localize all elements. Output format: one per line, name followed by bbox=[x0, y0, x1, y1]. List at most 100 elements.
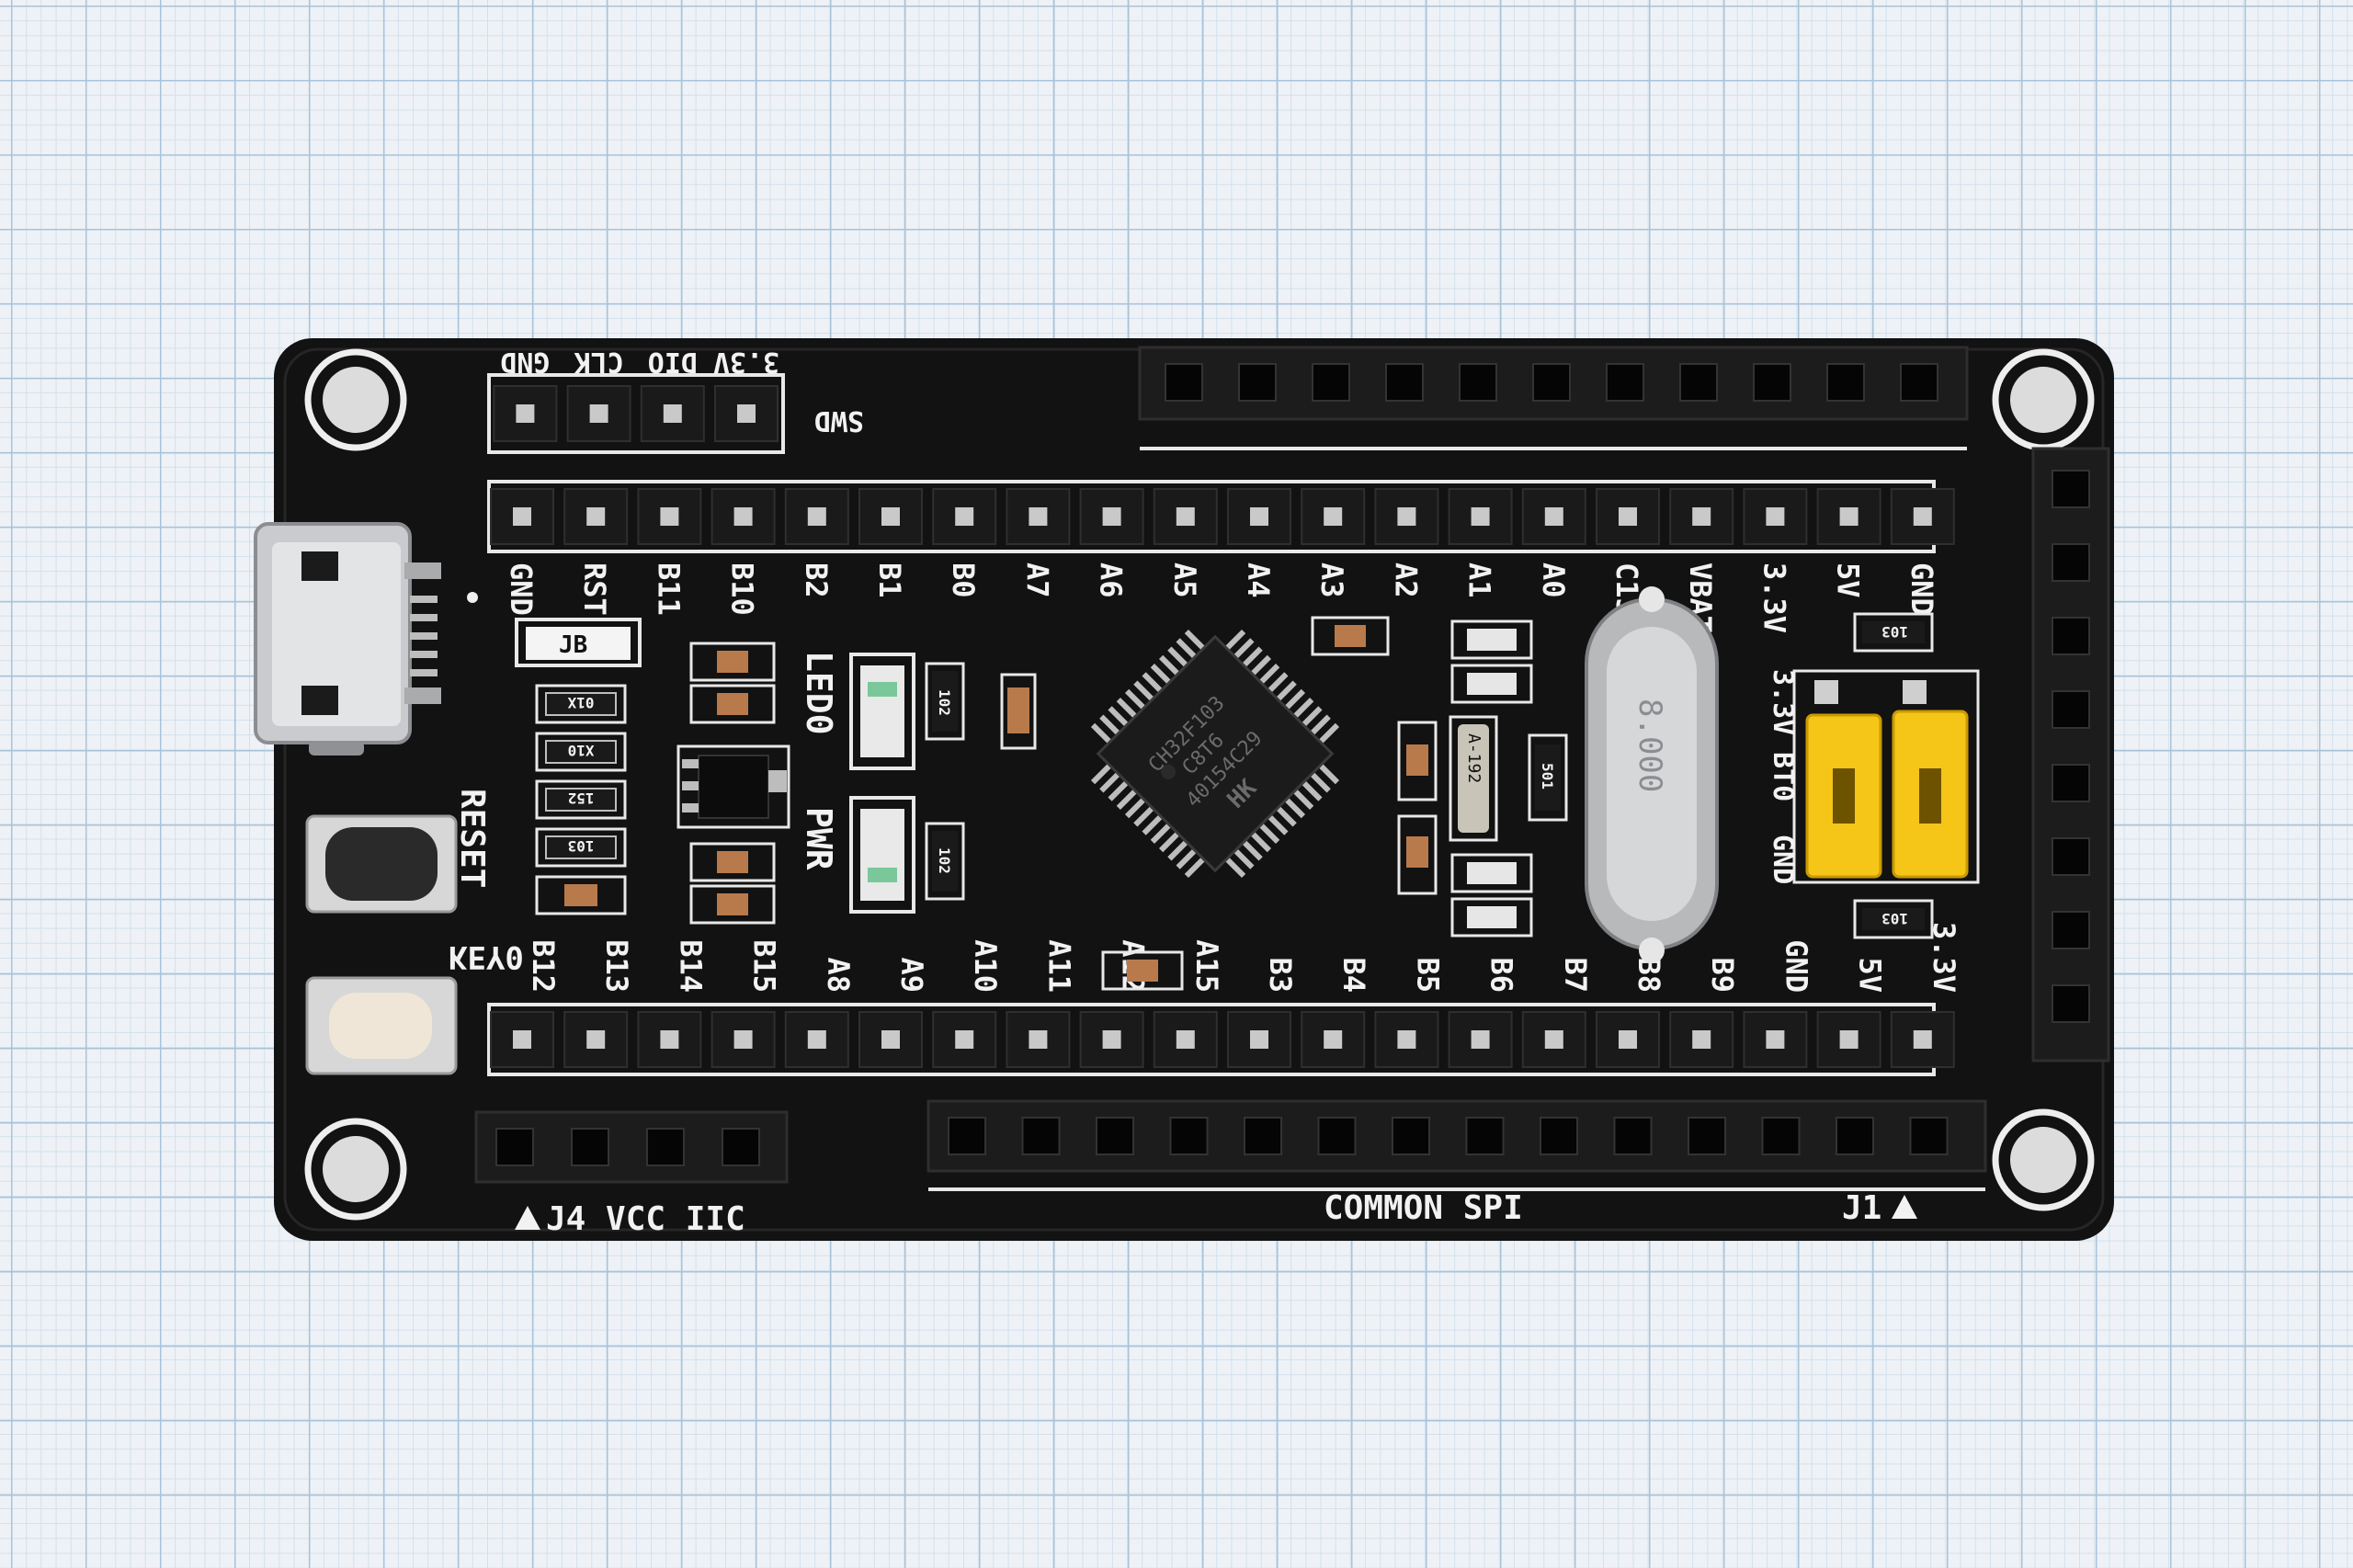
top-pin bbox=[932, 488, 997, 545]
bottom-pin-label: 5V bbox=[1853, 957, 1888, 993]
top-pin-label: A6 bbox=[1094, 562, 1129, 598]
top-pin-label: B10 bbox=[725, 562, 760, 616]
right-resistor-top-code: 103 bbox=[1881, 623, 1908, 641]
bottom-pin-label: A15 bbox=[1189, 939, 1224, 993]
top-pin-label: GND bbox=[504, 562, 539, 616]
top-pin-label: A4 bbox=[1241, 562, 1276, 598]
top-pin-label: B0 bbox=[946, 562, 981, 598]
pin-header-bottom bbox=[487, 1003, 1955, 1076]
top-pin bbox=[1596, 488, 1660, 545]
top-pin-label: B2 bbox=[799, 562, 834, 598]
socket bbox=[495, 1128, 534, 1166]
crystal-load-parts bbox=[1450, 619, 1533, 937]
bottom-pin bbox=[1669, 1011, 1734, 1068]
bottom-pin bbox=[1153, 1011, 1218, 1068]
socket bbox=[2052, 837, 2090, 876]
mcu-chip bbox=[1090, 629, 1340, 879]
female-header-bottom-j1 bbox=[926, 1099, 1987, 1173]
socket bbox=[1385, 363, 1424, 402]
jumper-label: GND bbox=[1767, 835, 1799, 884]
resistor-501 bbox=[1528, 733, 1568, 822]
top-pin bbox=[1006, 488, 1071, 545]
bottom-pin-label: B13 bbox=[599, 939, 634, 993]
led0-label: LED0 bbox=[799, 651, 839, 735]
socket bbox=[1244, 1117, 1282, 1155]
bottom-pin bbox=[1227, 1011, 1291, 1068]
top-pin-label: A7 bbox=[1019, 562, 1054, 598]
led0 bbox=[849, 653, 915, 770]
socket bbox=[1836, 1117, 1874, 1155]
bottom-pin-label: B15 bbox=[747, 939, 782, 993]
smd-resistor bbox=[535, 875, 627, 915]
swd-pin bbox=[640, 385, 705, 442]
swd-pin-label: DIO bbox=[648, 346, 698, 378]
bottom-pin bbox=[710, 1011, 776, 1068]
bottom-pin-label: A9 bbox=[894, 957, 929, 993]
rtc-crystal bbox=[1449, 715, 1498, 842]
bottom-pin-label: B4 bbox=[1336, 957, 1371, 993]
socket bbox=[722, 1128, 760, 1166]
socket bbox=[1606, 363, 1644, 402]
bottom-pin bbox=[1079, 1011, 1144, 1068]
smd-resistor: 01X bbox=[535, 684, 627, 724]
bottom-pin-label: A11 bbox=[1041, 939, 1076, 993]
jumper-label: BT0 bbox=[1767, 752, 1799, 801]
ledpwr-resistor-code: 102 bbox=[936, 847, 953, 874]
boot-jumpers[interactable] bbox=[1792, 669, 1980, 884]
socket bbox=[2052, 617, 2090, 655]
jumper-label: 3.3V bbox=[1767, 669, 1799, 735]
swd-pin bbox=[493, 385, 558, 442]
bottom-pin-label: A8 bbox=[821, 957, 856, 993]
socket bbox=[2052, 764, 2090, 802]
top-pin bbox=[1227, 488, 1291, 545]
top-pin bbox=[1448, 488, 1513, 545]
swd-pin-label: CLK bbox=[574, 346, 624, 378]
socket bbox=[1826, 363, 1865, 402]
bottom-pin-label: B9 bbox=[1705, 957, 1740, 993]
bottom-pin bbox=[1006, 1011, 1071, 1068]
reset-button[interactable] bbox=[305, 814, 458, 914]
svg-text:152: 152 bbox=[568, 790, 595, 807]
socket bbox=[1679, 363, 1718, 402]
bottom-pin-label: B12 bbox=[526, 939, 561, 993]
socket bbox=[1753, 363, 1791, 402]
top-pin bbox=[637, 488, 702, 545]
bottom-pin-label: B6 bbox=[1484, 957, 1519, 993]
top-pin bbox=[1816, 488, 1881, 545]
socket bbox=[1096, 1117, 1134, 1155]
bottom-pin bbox=[858, 1011, 923, 1068]
key0-button[interactable] bbox=[305, 976, 458, 1075]
main-crystal-marking: 8.000 bbox=[1631, 699, 1668, 792]
bottom-pin bbox=[637, 1011, 702, 1068]
socket bbox=[1613, 1117, 1653, 1155]
jb-label: JB bbox=[559, 631, 587, 659]
smd-resistor: 152 bbox=[535, 779, 627, 820]
bottom-pin-label: B3 bbox=[1263, 957, 1298, 993]
bottom-pin bbox=[1743, 1011, 1808, 1068]
socket bbox=[571, 1128, 609, 1166]
smd-resistor: X10 bbox=[535, 732, 627, 772]
socket bbox=[1909, 1117, 1949, 1155]
swd-pin-label: 3.3V bbox=[713, 346, 779, 378]
socket bbox=[1900, 363, 1938, 402]
socket bbox=[1392, 1117, 1430, 1155]
female-header-bottom-j4 bbox=[474, 1110, 789, 1184]
socket bbox=[1169, 1117, 1209, 1155]
socket bbox=[1021, 1117, 1061, 1155]
socket bbox=[2052, 911, 2090, 949]
top-pin-label: A0 bbox=[1536, 562, 1571, 598]
rtc-crystal-code: A-192 bbox=[1464, 733, 1483, 783]
socket bbox=[948, 1117, 986, 1155]
bottom-pin bbox=[1374, 1011, 1439, 1068]
right-resistors bbox=[1853, 612, 1934, 939]
top-pin-label: RST bbox=[577, 562, 612, 616]
socket bbox=[2052, 470, 2090, 508]
socket bbox=[1238, 363, 1277, 402]
bottom-pin-label: B8 bbox=[1631, 957, 1666, 993]
socket bbox=[1165, 363, 1203, 402]
socket bbox=[646, 1128, 685, 1166]
svg-text:X10: X10 bbox=[568, 742, 595, 759]
socket bbox=[1532, 363, 1571, 402]
